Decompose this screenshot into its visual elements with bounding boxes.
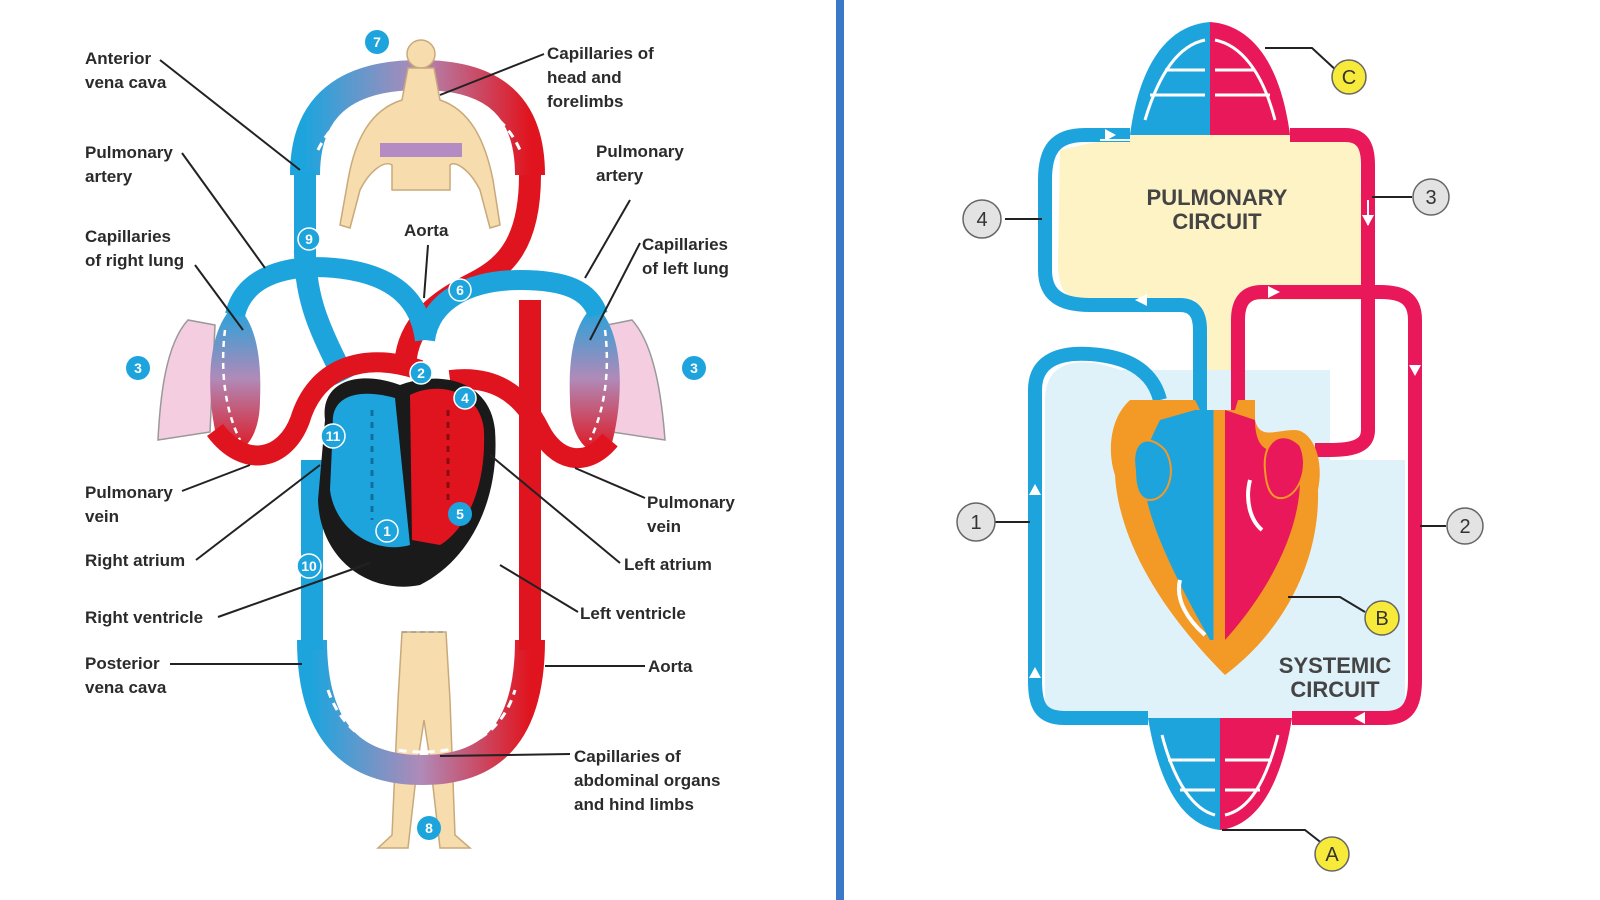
label-left-ventricle: Left ventricle — [580, 604, 686, 623]
upper-body-figure — [339, 39, 501, 229]
callout-b: B — [1364, 600, 1400, 636]
right-lung — [157, 305, 261, 453]
svg-text:4: 4 — [976, 209, 987, 231]
svg-text:1: 1 — [970, 512, 981, 534]
marker-3-left: 3 — [126, 356, 150, 380]
pulmonary-circuit-area — [1058, 130, 1362, 398]
svg-text:3: 3 — [690, 360, 698, 376]
svg-text:4: 4 — [461, 390, 469, 406]
label-aorta-top: Aorta — [404, 221, 449, 240]
pulmonary-artery-left-vessel — [225, 257, 435, 342]
marker-9: 9 — [297, 227, 321, 251]
label-aorta-bottom: Aorta — [648, 657, 693, 676]
callout-2: 2 — [1446, 507, 1484, 545]
systemic-vein-vessel-1 — [1028, 346, 1167, 725]
pulmonary-capillary-bed — [1130, 22, 1290, 135]
right-heart — [1110, 400, 1320, 675]
marker-11: 11 — [320, 423, 346, 449]
svg-text:7: 7 — [373, 34, 381, 50]
marker-7: 7 — [365, 30, 389, 54]
svg-text:9: 9 — [305, 231, 313, 247]
callout-3: 3 — [1412, 178, 1450, 216]
svg-text:2: 2 — [417, 365, 425, 381]
marker-8: 8 — [417, 816, 441, 840]
panel-divider — [836, 0, 844, 900]
pulmonary-vein-vessel-4 — [1038, 128, 1207, 420]
marker-10: 10 — [296, 553, 322, 579]
svg-text:B: B — [1375, 608, 1388, 630]
marker-5: 5 — [448, 502, 472, 526]
systemic-artery-vessel-2 — [1231, 285, 1422, 725]
left-lung — [569, 305, 666, 453]
svg-text:8: 8 — [425, 820, 433, 836]
lower-body-figure — [376, 631, 473, 849]
systemic-capillary-bed — [1148, 718, 1292, 830]
marker-2: 2 — [409, 361, 433, 385]
lower-capillary-arc — [297, 639, 545, 786]
svg-text:11: 11 — [326, 428, 341, 444]
svg-text:10: 10 — [301, 558, 317, 574]
callout-1: 1 — [956, 502, 996, 542]
svg-text:A: A — [1325, 844, 1339, 866]
marker-1: 1 — [375, 519, 399, 543]
marker-3-right: 3 — [682, 356, 706, 380]
svg-text:3: 3 — [134, 360, 142, 376]
svg-text:C: C — [1342, 67, 1356, 89]
pulmonary-vein-right-vessel — [448, 369, 618, 468]
callout-c: C — [1331, 59, 1367, 95]
label-right-ventricle: Right ventricle — [85, 608, 203, 627]
callout-a: A — [1314, 836, 1350, 872]
label-right-atrium: Right atrium — [85, 551, 185, 570]
label-left-atrium: Left atrium — [624, 555, 712, 574]
svg-text:6: 6 — [456, 282, 464, 298]
svg-text:3: 3 — [1425, 187, 1436, 209]
svg-text:2: 2 — [1459, 516, 1470, 538]
svg-text:1: 1 — [383, 523, 391, 539]
callout-4: 4 — [962, 199, 1002, 239]
pulmonary-vein-left-vessel — [207, 352, 424, 466]
marker-6: 6 — [448, 278, 472, 302]
svg-text:5: 5 — [456, 506, 464, 522]
marker-4: 4 — [453, 386, 477, 410]
left-heart — [318, 378, 496, 587]
pulmonary-artery-right-vessel — [415, 269, 608, 342]
